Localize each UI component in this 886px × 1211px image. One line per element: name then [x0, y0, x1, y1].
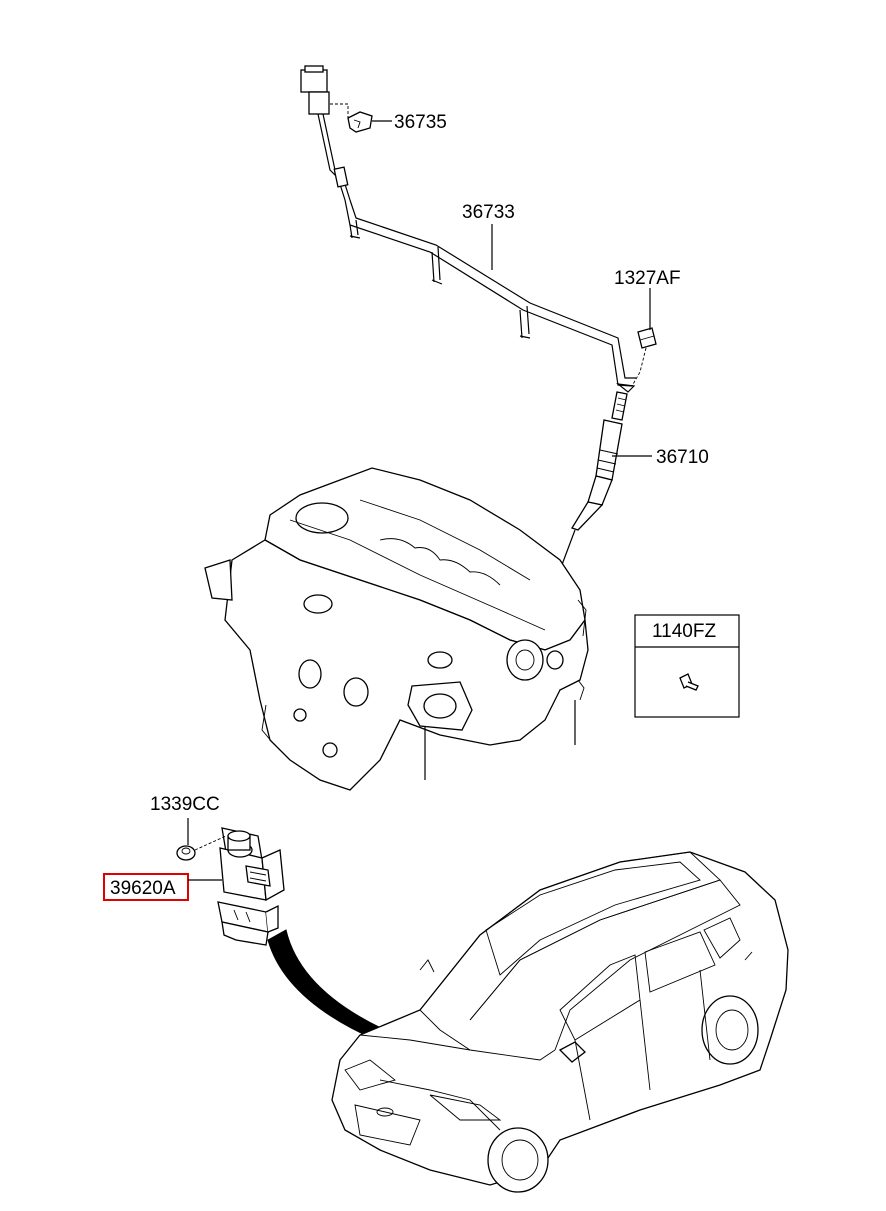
sensor-module-icon [217, 827, 285, 946]
bolt-icon [679, 673, 699, 691]
wiring-harness-icon [300, 65, 636, 393]
label-1339cc: 1339CC [150, 794, 220, 815]
label-1140fz: 1140FZ [652, 621, 716, 642]
label-39620a[interactable]: 39620A [110, 878, 176, 899]
car-icon [331, 851, 789, 1193]
label-36710: 36710 [656, 447, 709, 468]
nut-icon [631, 327, 657, 387]
label-36733: 36733 [462, 202, 515, 223]
detail-box-1140fz: 1140FZ [634, 614, 740, 718]
label-36735: 36735 [394, 112, 447, 133]
engine-head-icon [204, 467, 589, 791]
highlight-box [103, 873, 189, 901]
clip-icon [330, 103, 373, 133]
nut-icon [176, 835, 227, 861]
label-1327af: 1327AF [614, 268, 681, 289]
glow-plug-icon [559, 391, 628, 571]
